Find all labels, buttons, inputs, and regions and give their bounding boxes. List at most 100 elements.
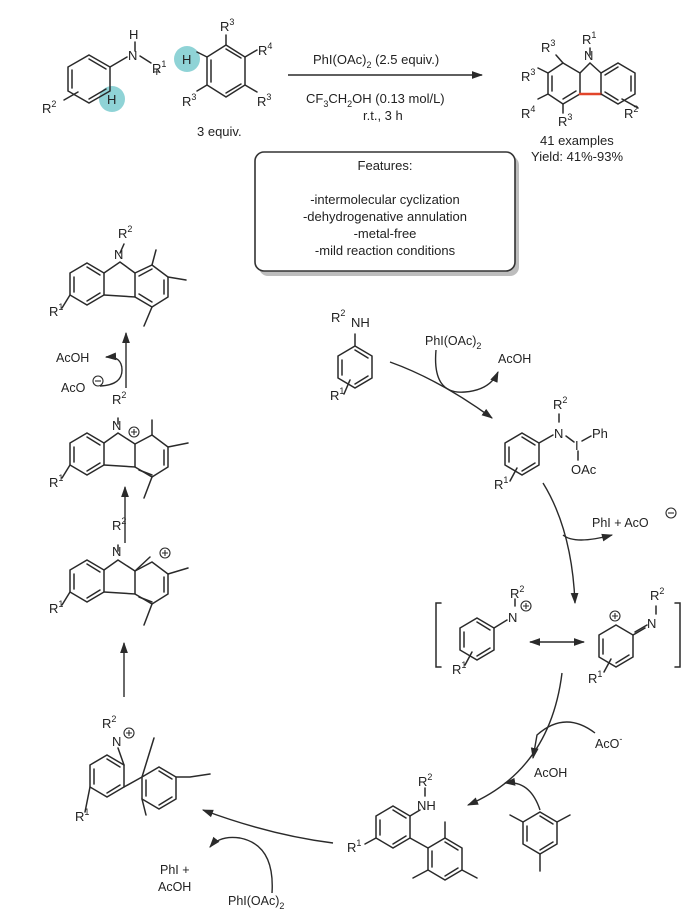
n-label: N (112, 734, 121, 749)
step2-side-arrow (562, 533, 614, 542)
resonance-bracket (435, 602, 681, 668)
r1-label: R1 (588, 669, 602, 686)
step3-byproduct: AcOH (534, 766, 567, 780)
step2-arrow (542, 482, 579, 605)
negative-charge-icon (665, 507, 677, 519)
r1-label: R1 (347, 838, 361, 855)
nh-label: NH (351, 315, 370, 330)
biaryl-amine: R2 NH R1 (347, 772, 478, 881)
r1-label: R1 (330, 386, 344, 403)
step1-byproduct: AcOH (498, 352, 531, 366)
n-label: N (647, 616, 656, 631)
step3-arrow (466, 672, 563, 806)
deprotonation-side-arrow (99, 352, 123, 387)
fused-cation: R2 N R1 (49, 516, 189, 626)
oxidant-label: PhI(OAc)2 (2.5 equiv.) (313, 52, 439, 70)
positive-charge-icon (128, 426, 140, 438)
mesitylene (509, 811, 571, 872)
ph-label: Ph (592, 426, 608, 441)
yield-range: Yield: 41%-93% (531, 149, 623, 164)
product-carbazole: N R1 R3 R3 R4 R3 R2 41 examples Yield: 4… (521, 30, 639, 164)
r1-label: R1 (49, 599, 63, 616)
highlighted-h: H (182, 52, 191, 67)
examples-count: 41 examples (540, 133, 614, 148)
n-label: N (128, 48, 137, 63)
feature-item: -dehydrogenative annulation (303, 209, 467, 224)
highlighted-h: H (107, 92, 116, 107)
r2-label: R2 (42, 99, 56, 116)
feature-item: -metal-free (354, 226, 417, 241)
r1-label: R1 (494, 475, 508, 492)
step4-byproduct: PhI + (160, 863, 190, 877)
step4-side-arrow (209, 836, 273, 894)
reactant-aniline: H N R1 R2 H (42, 27, 166, 116)
step4-byproduct: AcOH (158, 880, 191, 894)
step1-side-arrow (434, 349, 499, 393)
final-base: AcO (61, 381, 86, 395)
step3-base: AcO- (595, 734, 622, 751)
iodane-intermediate: R2 N I Ph OAc R1 (494, 395, 608, 492)
r2-label: R2 (418, 772, 432, 789)
step3-arene-arrow (503, 777, 541, 811)
n-label: N (508, 610, 517, 625)
positive-charge-icon (123, 727, 135, 739)
step4-reagent: PhI(OAc)2 (228, 894, 284, 909)
r2-label: R2 (102, 714, 116, 731)
r3-label: R3 (558, 112, 572, 129)
nitrenium-a: R2 N R1 (452, 584, 532, 677)
equiv-label: 3 equiv. (197, 124, 242, 139)
oac-label: OAc (571, 462, 597, 477)
positive-charge-icon (520, 600, 532, 612)
positive-charge-icon (609, 610, 621, 622)
n-label: N (584, 48, 593, 63)
step3-base-arrow (530, 721, 596, 760)
plus-sign: + (153, 64, 161, 79)
final-carbazole: R2 N R1 (49, 224, 187, 327)
n-label: N (114, 247, 123, 262)
i-label: I (575, 438, 579, 453)
highlight-h-circle (174, 46, 200, 72)
r2-label: R2 (331, 308, 345, 325)
feature-item: -intermolecular cyclization (310, 192, 460, 207)
start-aniline: R2 NH R1 (330, 308, 373, 403)
r1-label: R1 (49, 302, 63, 319)
n-label: N (554, 426, 563, 441)
h-label: H (129, 27, 138, 42)
r1-label: R1 (452, 660, 466, 677)
temperature-time-label: r.t., 3 h (363, 108, 403, 123)
r4-label: R4 (258, 41, 272, 58)
r2-label: R2 (118, 224, 132, 241)
feature-item: -mild reaction conditions (315, 243, 456, 258)
final-byproduct: AcOH (56, 351, 89, 365)
n-label: N (112, 544, 121, 559)
highlight-h-circle (99, 86, 125, 112)
r1-label: R1 (582, 30, 596, 47)
nitrenium-b: R2 N R1 (588, 586, 664, 686)
features-title: Features: (358, 158, 413, 173)
r2-label: R2 (624, 104, 638, 121)
biaryl-nitrenium: R2 N R1 (75, 714, 211, 824)
r1-label: R1 (75, 807, 89, 824)
step1-arrow (389, 361, 493, 419)
negative-charge-icon (92, 375, 104, 387)
r3-label: R3 (257, 92, 271, 109)
nh-label: NH (417, 798, 436, 813)
r2-label: R2 (112, 516, 126, 533)
r2-label: R2 (553, 395, 567, 412)
positive-charge-icon (159, 547, 171, 559)
r1-label: R1 (152, 59, 166, 76)
r3-label: R3 (521, 67, 535, 84)
step1-reagent: PhI(OAc)2 (425, 334, 481, 351)
r3-label: R3 (182, 92, 196, 109)
carbazolium: R2 N R1 (49, 390, 189, 499)
r3-label: R3 (541, 38, 555, 55)
r2-label: R2 (112, 390, 126, 407)
r2-label: R2 (510, 584, 524, 601)
r4-label: R4 (521, 104, 535, 121)
n-label: N (112, 418, 121, 433)
r1-label: R1 (49, 473, 63, 490)
step4-arrow (201, 809, 334, 844)
features-box: Features: -intermolecular cyclization -d… (254, 151, 519, 276)
reaction-arrow: PhI(OAc)2 (2.5 equiv.) CF3CH2OH (0.13 mo… (288, 52, 484, 123)
